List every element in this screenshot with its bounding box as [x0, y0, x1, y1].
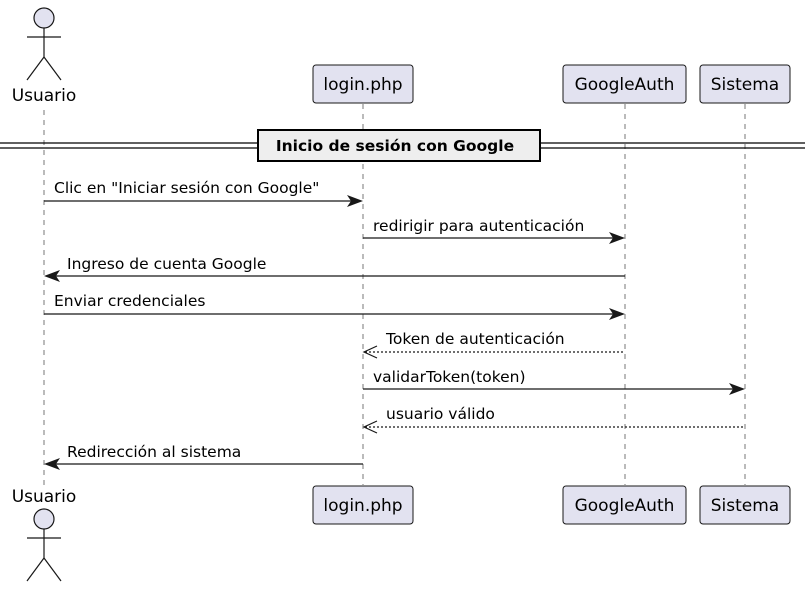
- message-2: redirigir para autenticación: [363, 217, 625, 244]
- participant-login-top: login.php: [312, 64, 414, 104]
- message-8: Redirección al sistema: [44, 443, 363, 470]
- arrowhead-icon: [609, 232, 625, 244]
- participant-sistema-top: Sistema: [699, 64, 791, 104]
- participant-googleauth-bottom-label: GoogleAuth: [575, 496, 675, 516]
- actor-usuario-top: Usuario: [12, 7, 77, 106]
- actor-usuario-bottom: Usuario: [12, 487, 77, 582]
- arrowhead-icon: [44, 270, 60, 282]
- message-6-label: validarToken(token): [373, 368, 526, 386]
- arrowhead-icon: [729, 383, 745, 395]
- actor-usuario-top-label: Usuario: [12, 86, 77, 106]
- message-3-label: Ingreso de cuenta Google: [67, 255, 266, 273]
- message-6: validarToken(token): [363, 368, 745, 395]
- message-2-label: redirigir para autenticación: [373, 217, 584, 235]
- message-3: Ingreso de cuenta Google: [44, 255, 625, 282]
- participant-login-bottom-label: login.php: [323, 496, 402, 516]
- participant-sistema-top-label: Sistema: [711, 75, 779, 95]
- participant-googleauth-top: GoogleAuth: [562, 64, 687, 104]
- open-arrowhead-icon: [362, 345, 378, 359]
- message-1: Clic en "Iniciar sesión con Google": [44, 179, 363, 207]
- actor-usuario-bottom-label: Usuario: [12, 487, 77, 507]
- message-1-label: Clic en "Iniciar sesión con Google": [54, 179, 319, 197]
- arrowhead-icon: [609, 308, 625, 320]
- actor-head-icon: [33, 508, 55, 530]
- participant-sistema-bottom: Sistema: [699, 485, 791, 525]
- message-8-label: Redirección al sistema: [67, 443, 241, 461]
- message-5: Token de autenticación: [362, 330, 625, 359]
- open-arrowhead-icon: [362, 420, 378, 434]
- divider: Inicio de sesión con Google: [0, 129, 805, 162]
- participant-googleauth-bottom: GoogleAuth: [562, 485, 687, 525]
- divider-label: Inicio de sesión con Google: [276, 137, 514, 155]
- participant-login-bottom: login.php: [312, 485, 414, 525]
- arrowhead-icon: [347, 195, 363, 207]
- message-4-label: Enviar credenciales: [54, 292, 205, 310]
- participant-login-top-label: login.php: [323, 75, 402, 95]
- actor-head-icon: [33, 7, 55, 29]
- participant-sistema-bottom-label: Sistema: [711, 496, 779, 516]
- message-7-label: usuario válido: [386, 405, 495, 423]
- message-5-label: Token de autenticación: [385, 330, 565, 348]
- message-7: usuario válido: [362, 405, 745, 434]
- participant-googleauth-top-label: GoogleAuth: [575, 75, 675, 95]
- message-4: Enviar credenciales: [44, 292, 625, 320]
- arrowhead-icon: [44, 458, 60, 470]
